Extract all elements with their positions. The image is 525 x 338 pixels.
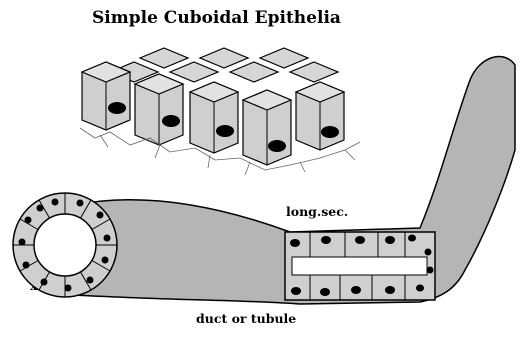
cross-section	[13, 193, 117, 297]
cuboidal-cell-block	[80, 48, 360, 175]
longitudinal-section	[285, 232, 435, 300]
